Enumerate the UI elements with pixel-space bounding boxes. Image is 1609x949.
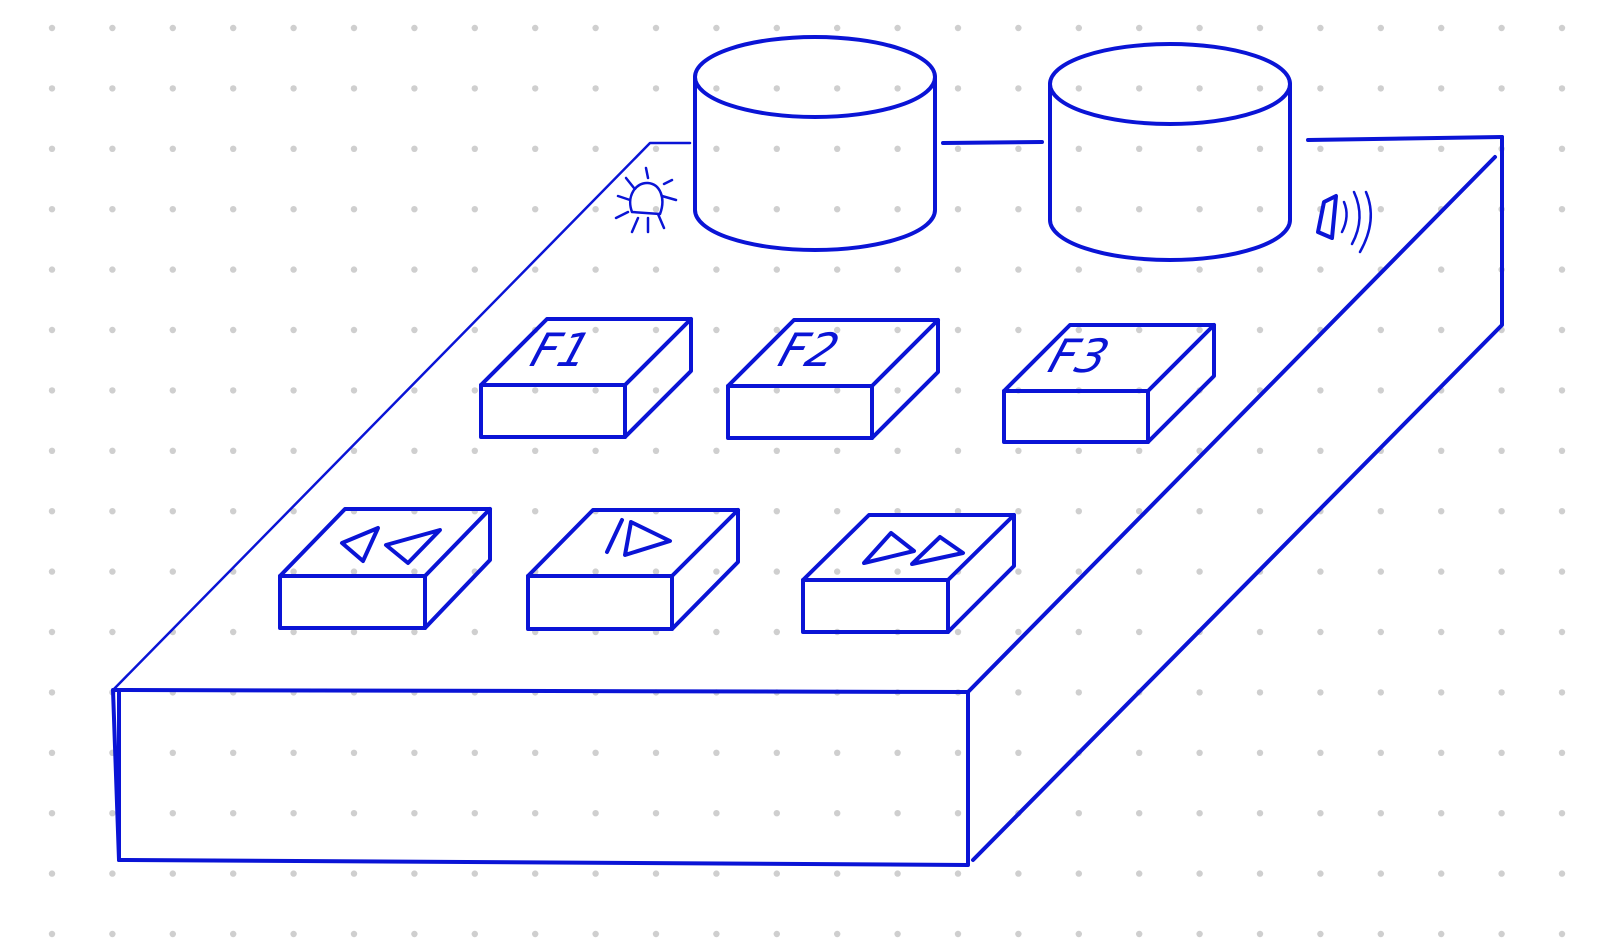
speaker-sound-icon	[1316, 190, 1372, 254]
play-icon	[605, 518, 672, 557]
device-right-side	[966, 155, 1497, 694]
fast-forward-icon	[862, 531, 965, 566]
device-body	[111, 135, 1504, 867]
function-key-label: F3	[1042, 330, 1115, 384]
rewind-key[interactable]	[278, 507, 492, 630]
function-key-f1[interactable]: F1	[479, 317, 693, 439]
dot-grid-background	[48, 24, 1566, 938]
function-key-f3[interactable]: F3	[1002, 323, 1216, 444]
device-top-back-edge-mid	[941, 140, 1044, 145]
device-top-left-edge	[111, 141, 692, 692]
fast-forward-key[interactable]	[801, 513, 1016, 634]
device-top-back-edge-right	[1306, 135, 1504, 142]
cylinder-knob-right[interactable]	[1048, 42, 1292, 262]
rewind-icon	[340, 526, 442, 565]
play-key[interactable]	[526, 508, 740, 631]
device-front-face	[111, 688, 970, 867]
led-light-icon	[614, 166, 678, 234]
function-key-f2[interactable]: F2	[726, 318, 940, 440]
cylinder-knob-left[interactable]	[693, 35, 937, 252]
